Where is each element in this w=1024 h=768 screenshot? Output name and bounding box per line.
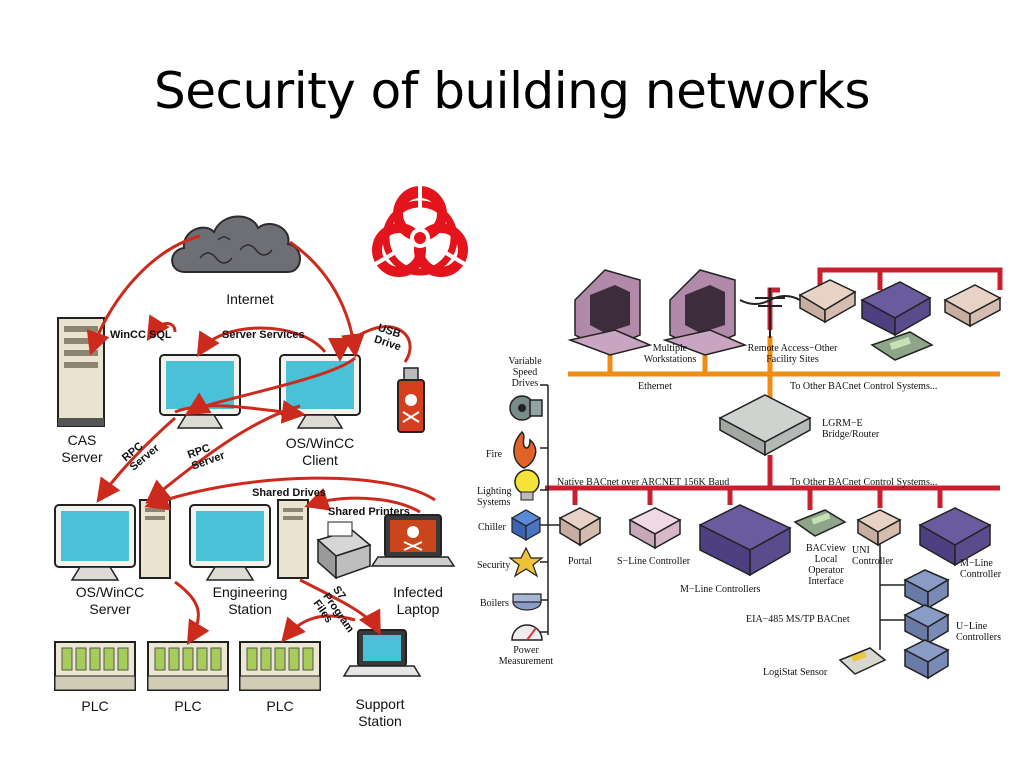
boiler-icon — [512, 593, 542, 611]
server-services-label: Server Services — [222, 329, 305, 341]
m-line-controllers-icon — [698, 504, 792, 577]
fire-icon — [513, 430, 537, 469]
shared-printer-icon — [316, 521, 372, 580]
s-line-controller-icon — [628, 507, 682, 550]
to-other-bacnet-label-1: To Other BACnet Control Systems... — [790, 381, 938, 392]
plc-1-label: PLC — [81, 698, 109, 714]
plc-1-icon — [54, 641, 136, 691]
shared-printers-label: Shared Printers — [328, 506, 410, 518]
chiller-label: Chiller — [478, 522, 506, 533]
boilers-label: Boilers — [480, 598, 509, 609]
u-line-controllers-icon — [903, 569, 950, 680]
plc-2-label: PLC — [174, 698, 202, 714]
fire-label: Fire — [486, 449, 503, 460]
usb-drive-icon — [397, 367, 425, 433]
eia485-label: EIA−485 MS/TP BACnet — [746, 614, 850, 625]
logistat-sensor-icon — [838, 647, 887, 675]
security-label: Security — [477, 560, 511, 571]
s-line-controller-label: S−Line Controller — [617, 556, 691, 567]
os-server-icon — [54, 499, 171, 581]
workstation-1-icon — [567, 269, 653, 356]
plc-3-icon — [239, 641, 321, 691]
variable-speed-drive-icon — [509, 395, 543, 421]
lighting-bulb-icon — [514, 469, 540, 501]
security-badge-icon — [508, 546, 544, 578]
support-station-laptop-icon — [342, 629, 422, 677]
biohazard-icon — [370, 182, 470, 277]
slide-title: Security of building networks — [153, 62, 871, 120]
power-meter-icon — [511, 624, 543, 641]
bacview-icon — [793, 509, 847, 537]
logistat-sensor-label: LogiStat Sensor — [763, 667, 828, 678]
lgrm-router-icon — [718, 394, 812, 457]
cas-server-icon — [57, 317, 105, 427]
remote-modem-icon — [798, 279, 857, 324]
chiller-icon — [510, 509, 542, 542]
remote-keypad-icon — [870, 331, 934, 361]
remote-modem-2-icon — [943, 284, 1002, 328]
workstation-2-icon — [662, 269, 748, 356]
to-other-bacnet-label-2: To Other BACnet Control Systems... — [790, 477, 938, 488]
internet-label: Internet — [226, 291, 274, 307]
engineering-station-icon — [189, 499, 309, 581]
shared-drives-label: Shared Drives — [252, 487, 326, 499]
portal-label: Portal — [568, 556, 592, 567]
plc-3-label: PLC — [266, 698, 294, 714]
m-line-controllers-label: M−Line Controllers — [680, 584, 761, 595]
native-bacnet-label: Native BACnet over ARCNET 156K Baud — [557, 477, 730, 488]
m-line-controller-icon — [918, 507, 992, 567]
infection-path-arrows — [86, 234, 436, 646]
utility-pole-icon — [739, 288, 801, 338]
portal-icon — [558, 507, 602, 547]
ethernet-label: Ethernet — [638, 381, 672, 392]
remote-controller-icon — [860, 281, 932, 337]
portal-connection-lines — [540, 384, 905, 663]
infected-laptop-icon — [370, 514, 456, 567]
wincc-sql-label: WinCC SQL — [110, 329, 172, 341]
uni-controller-icon — [856, 509, 902, 547]
arcnet-bus — [545, 455, 1000, 510]
